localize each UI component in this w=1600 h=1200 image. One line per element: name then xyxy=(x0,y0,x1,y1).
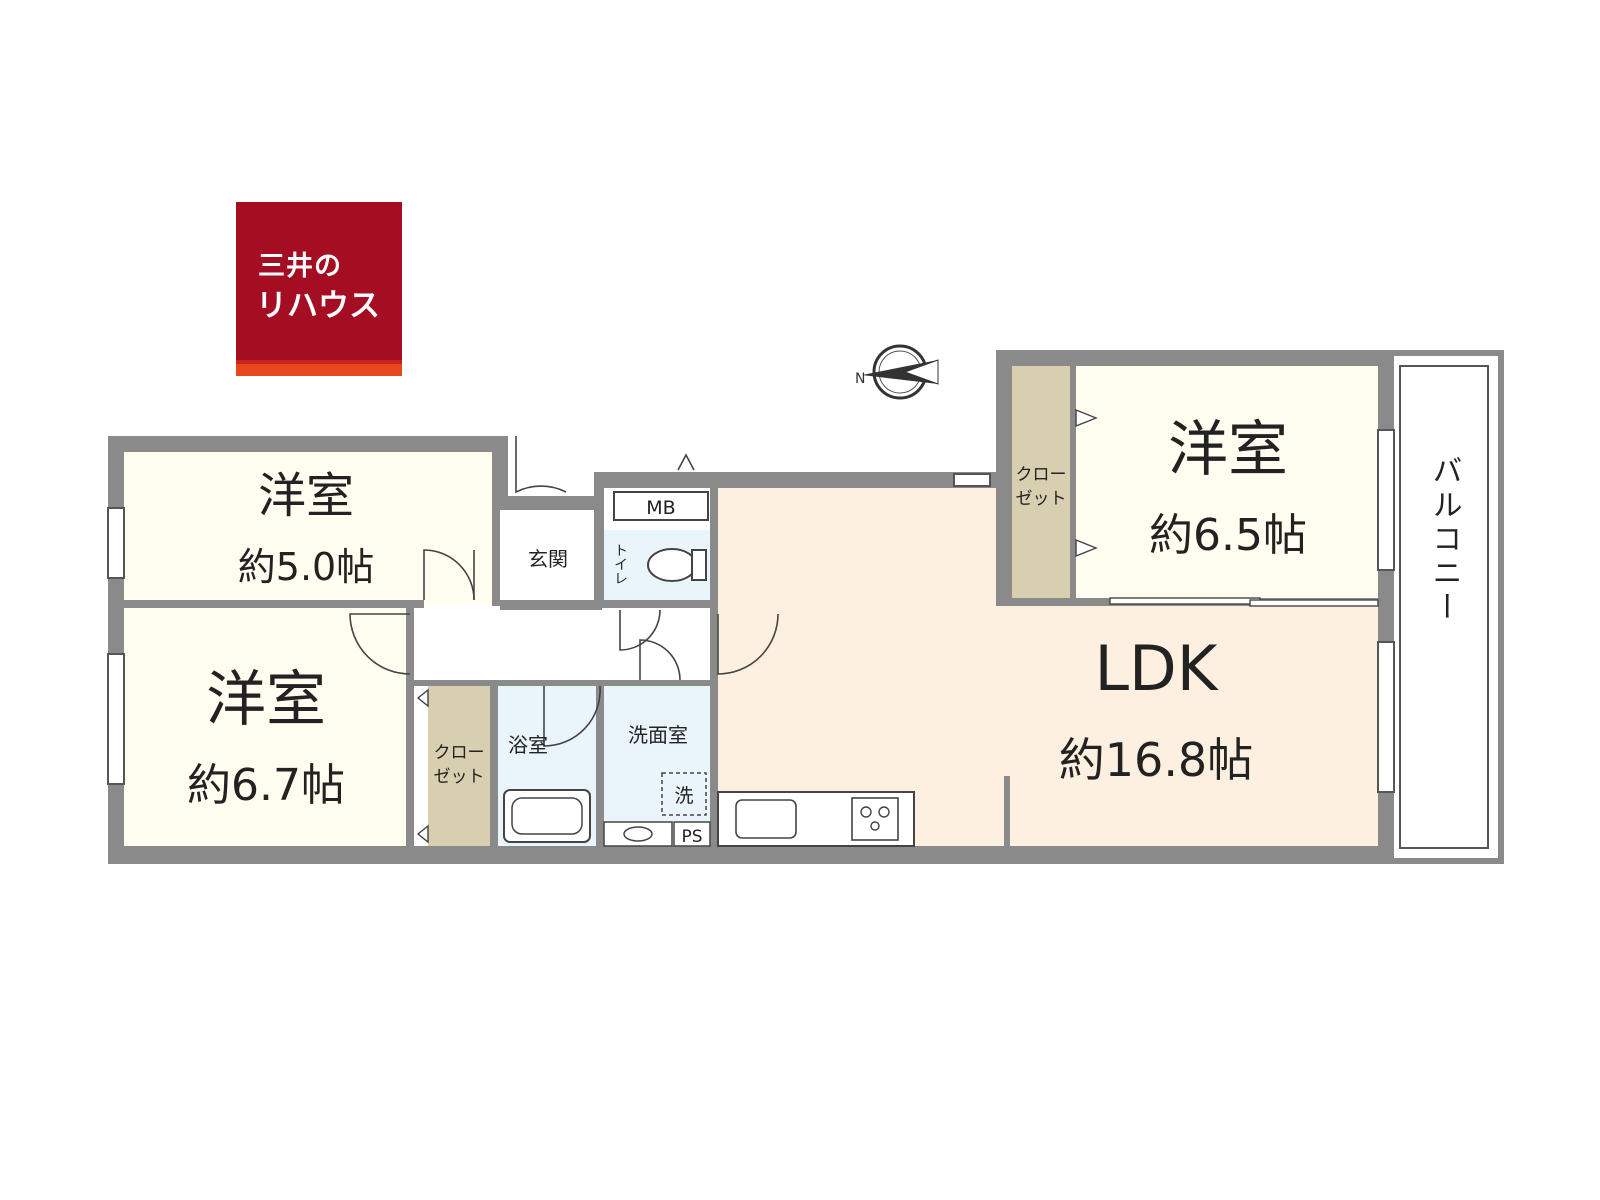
door-swings xyxy=(349,436,779,747)
room-entrance xyxy=(500,510,594,600)
wash-basin-icon xyxy=(603,821,673,847)
washer-label: 洗 xyxy=(674,785,693,807)
washroom-label: 洗面室 xyxy=(628,723,688,747)
balcony-outline xyxy=(1399,365,1489,849)
mb-box xyxy=(613,491,709,521)
ldk-size: 約16.8帖 xyxy=(1059,733,1253,787)
closet-right-line2: ゼット xyxy=(1016,489,1067,509)
sink-icon xyxy=(735,799,797,839)
closet-door-marks xyxy=(416,408,1098,844)
room-washroom xyxy=(604,686,710,846)
closet-right-line1: クロー xyxy=(1016,465,1067,485)
sliding-doors xyxy=(1109,597,1379,607)
bath-label: 浴室 xyxy=(508,733,548,757)
balcony xyxy=(1400,362,1488,846)
bedroom-2-name: 洋室 xyxy=(206,665,326,735)
logo-text-line2: リハウス xyxy=(256,288,380,324)
room-bedroom-2 xyxy=(124,608,406,846)
bathtub-icon xyxy=(503,789,591,843)
logo-stripe-dark xyxy=(236,360,402,364)
toilet-label: トイレ xyxy=(612,543,628,585)
compass-icon: N xyxy=(855,344,939,400)
balcony-label: バルコニー xyxy=(1427,455,1462,625)
closet-right xyxy=(1012,366,1070,598)
entrance-label: 玄関 xyxy=(528,547,568,571)
mb-label: MB xyxy=(646,497,675,519)
toilet-icon xyxy=(647,548,707,582)
compass-label: N xyxy=(855,371,865,387)
logo-stripe xyxy=(236,364,402,376)
bedroom-3-size: 約6.5帖 xyxy=(1149,510,1307,561)
bedroom-1-size: 約5.0帖 xyxy=(238,545,374,589)
kitchen-counter xyxy=(717,791,915,847)
ldk-name: LDK xyxy=(1095,632,1219,705)
ps-label: PS xyxy=(681,827,702,847)
bedroom-1-name: 洋室 xyxy=(258,468,354,524)
closet-left xyxy=(428,686,490,846)
bedroom-3-name: 洋室 xyxy=(1168,415,1288,485)
room-ldk xyxy=(718,488,1378,846)
stove-icon xyxy=(851,797,899,841)
bedroom-2-size: 約6.7帖 xyxy=(187,760,345,811)
closet-left-line1: クロー xyxy=(434,743,485,763)
hallway xyxy=(410,610,710,680)
room-bedroom-1 xyxy=(124,452,492,604)
washer-space xyxy=(661,772,707,816)
logo-text-line1: 三井の xyxy=(258,251,342,282)
ps-box xyxy=(673,821,711,847)
closet-left-line2: ゼット xyxy=(434,767,485,787)
windows xyxy=(107,429,1395,793)
brand-logo: 三井の リハウス xyxy=(236,202,402,376)
room-bedroom-3 xyxy=(1076,366,1378,598)
